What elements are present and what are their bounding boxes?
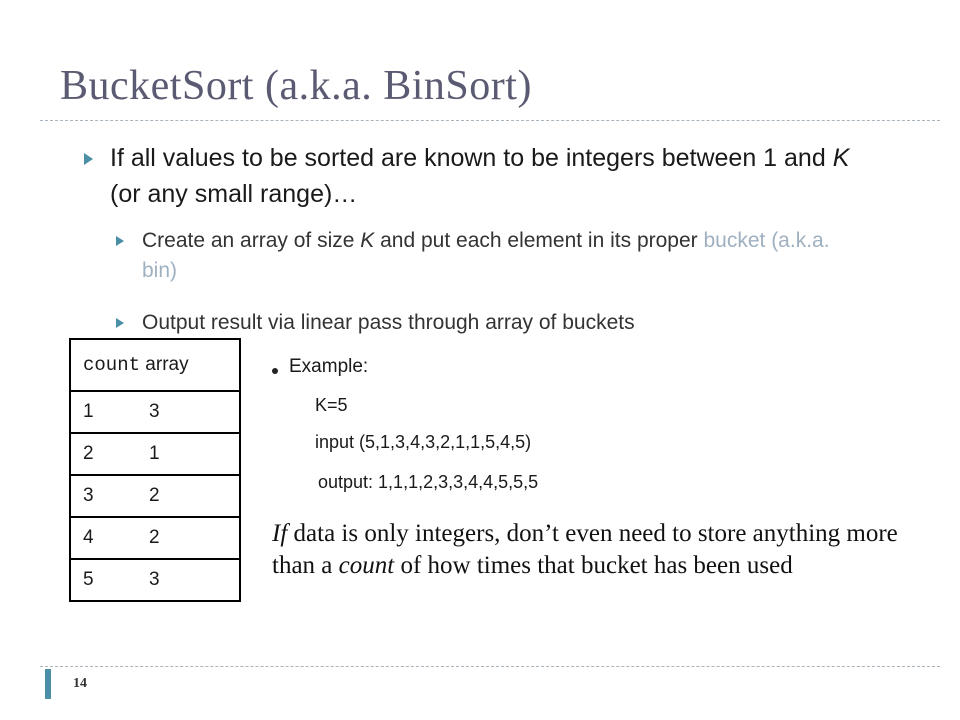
sub-bullet-output: Output result via linear pass through ar…: [142, 311, 635, 334]
top-divider: [40, 120, 940, 121]
page-number: 14: [73, 676, 87, 691]
sub-bullet-create-array: Create an array of size K and put each e…: [142, 229, 830, 282]
example-output: output: 1,1,1,2,3,3,4,4,5,5,5: [318, 472, 539, 492]
footer-accent-bar: [45, 669, 51, 699]
example-input: input (5,1,3,4,3,2,1,1,5,4,5): [315, 432, 532, 452]
bullet-arrow-icon: [116, 236, 124, 246]
bucket-highlight: bucket (a.k.a. bin): [142, 229, 830, 282]
bottom-divider: [40, 666, 940, 667]
example-k: K=5: [315, 395, 348, 415]
bullet-arrow-icon: [116, 318, 124, 328]
table-header: count array: [83, 354, 189, 376]
bullet-arrow-icon: [84, 153, 93, 165]
example-label: Example:: [289, 356, 369, 377]
table-header-row: count array: [70, 339, 240, 391]
bullet-dot-icon: [272, 368, 278, 374]
integer-note: If data is only integers, don’t even nee…: [272, 520, 898, 579]
slide-title: BucketSort (a.k.a. BinSort): [60, 63, 532, 109]
main-bullet: If all values to be sorted are known to …: [110, 144, 850, 208]
